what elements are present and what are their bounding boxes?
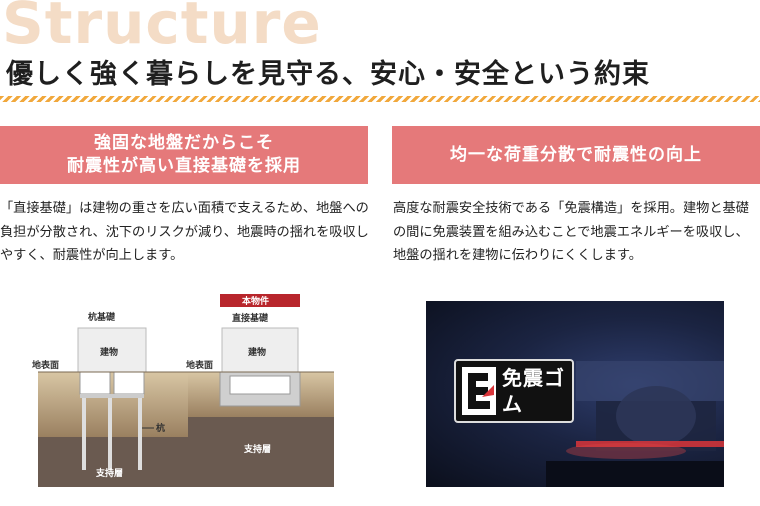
left-heading-line2: 耐震性が高い直接基礎を採用 bbox=[67, 156, 301, 176]
seismic-rubber-badge: 免震ゴム bbox=[454, 359, 574, 423]
left-description: 「直接基礎」は建物の重さを広い面積で支えるため、地盤への負担が分散され、沈下のリ… bbox=[0, 201, 369, 263]
building-box bbox=[221, 327, 299, 373]
footing-base bbox=[80, 394, 144, 398]
pile-foundation-diagram: 杭基礎 建物 地表面 杭 支持層 bbox=[32, 311, 188, 487]
property-tag-label: 本物件 bbox=[242, 295, 269, 307]
building-box bbox=[77, 327, 147, 373]
ground-surface-label: 地表面 bbox=[32, 359, 59, 371]
pile-2 bbox=[108, 398, 112, 470]
footing-right bbox=[113, 371, 145, 395]
footing-left bbox=[79, 371, 111, 395]
seismic-isolation-photo: 免震ゴム bbox=[426, 301, 724, 487]
decorative-stripe bbox=[0, 96, 760, 102]
page-title: 優しく強く暮らしを見守る、安心・安全という約束 bbox=[6, 59, 650, 90]
support-layer-label: 支持層 bbox=[95, 467, 123, 479]
building-label: 建物 bbox=[248, 346, 266, 358]
ground-surface-label: 地表面 bbox=[186, 359, 213, 371]
support-soil bbox=[38, 437, 188, 487]
property-tag bbox=[220, 294, 300, 307]
mat-void bbox=[229, 375, 291, 395]
right-section-heading: 均一な荷重分散で耐震性の向上 bbox=[392, 126, 760, 184]
pile-diagram-title: 杭基礎 bbox=[88, 311, 116, 323]
left-heading-line1: 強固な地盤だからこそ bbox=[94, 133, 274, 153]
badge-label: 免震ゴム bbox=[502, 366, 565, 416]
support-layer-label: 支持層 bbox=[243, 443, 271, 455]
right-description: 高度な耐震安全技術である「免震構造」を採用。建物と基礎の間に免震装置を組み込むこ… bbox=[393, 201, 749, 263]
pile-1 bbox=[82, 398, 86, 470]
brand-logo-icon bbox=[462, 367, 496, 415]
background-watermark-word: Structure bbox=[2, 0, 322, 57]
building-label: 建物 bbox=[100, 346, 118, 358]
support-soil bbox=[188, 417, 334, 487]
upper-soil bbox=[38, 372, 188, 437]
direct-diagram-title: 直接基礎 bbox=[232, 312, 269, 324]
photo-scene bbox=[546, 361, 724, 487]
pile-label: 杭 bbox=[156, 422, 165, 434]
pile-3 bbox=[138, 398, 142, 470]
direct-foundation-diagram: 本物件 直接基礎 建物 地表面 支持層 bbox=[186, 294, 334, 487]
left-section-heading: 強固な地盤だからこそ 耐震性が高い直接基礎を採用 bbox=[0, 126, 368, 184]
